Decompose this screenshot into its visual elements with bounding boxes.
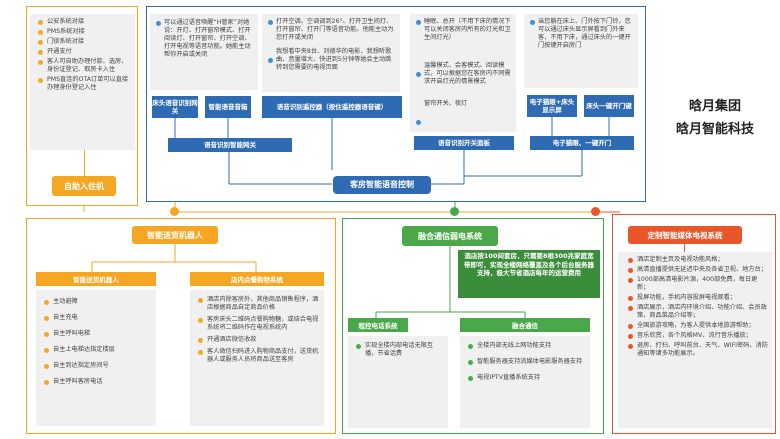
robot-right-item: 客人微信扫码进入购物商品支付，送货机器人或服务人员将商品送至客房: [198, 348, 320, 364]
media-item: 退房、打扫、呼叫前台、天气、WIFI密码、消防通知等诸多功能展示。: [628, 342, 768, 358]
media-item: 酒店展示，酒店内环境介绍、功能介绍、会员政策、商品菜品介绍等；: [628, 304, 768, 320]
media-main-title: 定制智能媒体电视系统: [628, 226, 742, 244]
robot-right-title: 店内点餐购物系统: [190, 272, 324, 286]
checkin-connector: [84, 150, 85, 176]
voice-col4-btn2: 床头一键开门键: [584, 95, 634, 117]
robot-left-title: 智能送货机器人: [36, 272, 156, 286]
checkin-item: PMS直连的OTA订单可以直接办理身份登记入住: [38, 76, 131, 92]
robot-left-item: 自主上电梯达指定楼层: [44, 346, 152, 354]
voice-col4-btn1: 电子猫眼+床头显示屏: [527, 95, 577, 117]
net-right-item: 全楼内部无线上网功能支持: [468, 342, 586, 350]
robot-frame: [26, 218, 336, 434]
connector-dot: [591, 207, 600, 216]
bullet-dot: [156, 21, 161, 26]
connector-dot: [170, 207, 179, 216]
voice-col1-text: 可以通过语音唤醒“H管家”对她说：开灯、打开窗帘模式、打开阅读灯、打开窗帘、打开…: [164, 19, 251, 58]
bullet-dot: [268, 20, 273, 25]
media-connector: [684, 244, 685, 252]
media-frame: [612, 214, 776, 434]
net-right-panel: 全楼内部无线上网功能支持 智能服务器支持流媒体电影服务器支持 电视IPTV直播系…: [460, 336, 590, 428]
voice-col1-panel: 可以通过语音唤醒“H管家”对她说：开灯、打开窗帘模式、打开阅读灯、打开窗帘、打开…: [150, 14, 258, 90]
net-right-title: 融合通信: [460, 318, 590, 332]
checkin-frame: [26, 6, 138, 206]
voice-col3-text2: 温馨模式、会客模式、阅读模式，可以根据您在客房内不同需求开启灯光的情景模式: [424, 62, 511, 85]
robot-left-item: 自主充电: [44, 314, 152, 322]
media-item: 酒店定制主页及电视功能风格；: [628, 256, 768, 264]
media-item: 全国旅游攻略，为客人提供本地旅游帮助；: [628, 322, 768, 330]
checkin-panel: 公安系统对接 PMS系统对接 门锁系统对接 开通支付 客人可自助办理付款、选房、…: [30, 14, 135, 150]
checkin-label: 自助入住机: [52, 176, 116, 196]
robot-right-item: 酒店内除客房外，其他商品销售程序，酒店根据商品自定商品价格: [198, 296, 320, 312]
robot-left-item: 自主呼叫电梯: [44, 330, 152, 338]
robot-left-item: 主动避障: [44, 298, 152, 306]
voice-col4-btn3: 电子猫眼、一键开门: [530, 136, 634, 150]
checkin-item: 开通支付: [38, 48, 131, 56]
voice-col2-panel: 打开空调、空调调到26°、打开卫生间灯、打开窗帘、打开门等语音功能。他能主动为您…: [262, 14, 400, 92]
media-item: 音乐欣赏，各个风格MV、流行音乐播放；: [628, 332, 768, 340]
net-left-panel: 实现全楼内部电话无限互播，节省话费: [348, 336, 448, 428]
robot-left-item: 自主呼叫客房电话: [44, 378, 152, 386]
bullet-dot: [416, 120, 421, 125]
robot-right-item: 客房床头二维码点餐购物糖，或结合电视系统将二维码作在电视系统内: [198, 316, 320, 332]
robot-left-panel: 主动避障 自主充电 自主呼叫电梯 自主上电梯达指定楼层 自主到达指定房间号 自主…: [36, 290, 156, 426]
voice-col3-btn: 语音识别开关面板: [414, 136, 514, 150]
media-item: 高清直播提供无延迟中央及各省卫视、地方台；: [628, 266, 768, 274]
net-right-item: 电视IPTV直播系统支持: [468, 374, 586, 382]
voice-col4-text: 当您躺在床上、门外按下门铃，您可以通过床头显示屏看到门外来客，不用下床，通过床头…: [538, 18, 631, 49]
voice-col1-btn2: 智能语音音箱: [205, 96, 251, 118]
connector-dot: [450, 207, 459, 216]
media-item: 1000部高清电影片源，400部免费，每日更新；: [628, 276, 768, 292]
net-main-title: 融合通信弱电系统: [402, 226, 498, 246]
checkin-item: 公安系统对接: [38, 18, 131, 26]
media-panel: 酒店定制主页及电视功能风格； 高清直播提供无延迟中央及各省卫视、地方台； 100…: [618, 252, 772, 428]
checkin-item: PMS系统对接: [38, 28, 131, 36]
brand-line-2: 晗月智能科技: [675, 122, 754, 137]
net-banner: 酒店按100间套房，只需要8根300兆家庭宽带即可，实现全楼网络覆盖及各个后台服…: [458, 250, 600, 298]
voice-col2-text2: 我想看中央8台、刘德华的电影、我想听歌曲、音量增大、快进到5分钟等她会主动跳转到…: [276, 48, 392, 71]
robot-left-item: 自主到达指定房间号: [44, 362, 152, 370]
brand-line-1: 晗月集团: [688, 99, 741, 114]
voice-col3-text1: 睡眠、总开（不用下床的情况下可以关闭客房内所有的灯光和卫生间灯光）: [424, 18, 511, 41]
bullet-dot: [268, 58, 273, 63]
voice-main-title: 客房智能语音控制: [333, 176, 431, 194]
robot-right-item: 开通酒店微信收款: [198, 336, 320, 344]
robot-right-panel: 酒店内除客房外，其他商品销售程序，酒店根据商品自定商品价格 客房床头二维码点餐购…: [190, 290, 324, 426]
voice-col1-btn1: 床头语音识别网关: [152, 96, 198, 118]
net-left-title: 程控电话系统: [348, 318, 408, 332]
voice-gateway-label: 语音识别智能网关: [168, 138, 292, 152]
net-frame: [342, 218, 604, 434]
voice-col4-panel: 当您躺在床上、门外按下门铃，您可以通过床头显示屏看到门外来客，不用下床，通过床头…: [524, 14, 638, 88]
bullet-dot: [416, 20, 421, 25]
voice-frame: [146, 6, 646, 202]
net-left-item: 实现全楼内部电话无限互播，节省话费: [356, 342, 444, 358]
voice-col3-text3: 窗帘开关、夜灯: [424, 100, 468, 107]
checkin-item: 客人可自助办理付款、选房、身份证登记、取房卡入住: [38, 58, 131, 74]
voice-col2-text1: 打开空调、空调调到26°、打开卫生间灯、打开窗帘、打开门等语音功能。他能主动为您…: [276, 18, 394, 41]
bullet-dot: [530, 20, 535, 25]
checkin-item: 门锁系统对接: [38, 38, 131, 46]
bullet-dot: [416, 72, 421, 77]
media-item: 投屏功能，手机内容投屏电视观看；: [628, 294, 768, 302]
net-banner-text: 酒店按100间套房，只需要8根300兆家庭宽带即可，实现全楼网络覆盖及各个后台服…: [464, 252, 594, 277]
voice-col3-panel: 睡眠、总开（不用下床的情况下可以关闭客房内所有的灯光和卫生间灯光） 温馨模式、会…: [410, 14, 516, 132]
robot-main-title: 智能送货机器人: [132, 226, 218, 244]
brand-block: 晗月集团 晗月智能科技: [660, 98, 770, 148]
net-right-item: 智能服务器支持流媒体电影服务器支持: [468, 358, 586, 366]
voice-col2-btn: 语音识别遥控器（按住遥控器语音键）: [262, 96, 402, 118]
